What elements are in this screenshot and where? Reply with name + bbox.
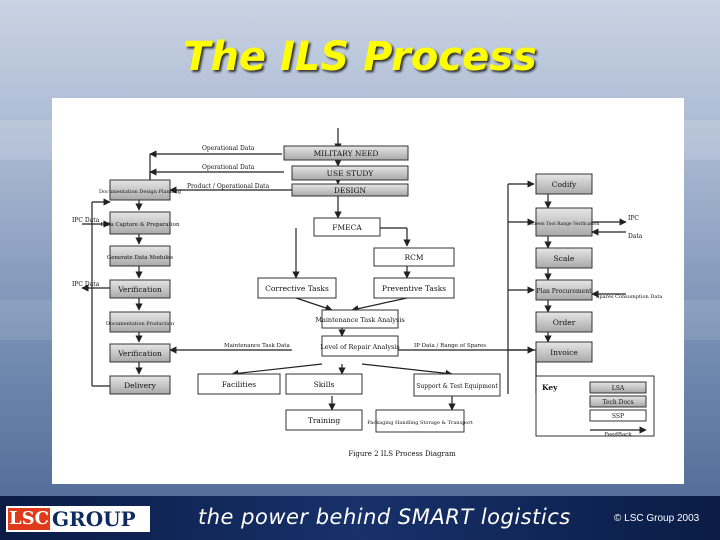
box-use-study: USE STUDY: [327, 169, 375, 178]
logo-group: GROUP: [52, 507, 136, 531]
label-ipc-data-left2: IPC Data: [72, 281, 100, 288]
box-corrective-tasks: Corrective Tasks: [265, 284, 329, 293]
logo-lsc: LSC: [8, 508, 50, 530]
box-training: Training: [308, 416, 341, 425]
key-feedback: FeedBack: [604, 432, 632, 438]
diagram-caption: Figure 2 ILS Process Diagram: [348, 450, 456, 458]
label-ipc-right: IPC: [628, 215, 639, 222]
right-box-plan-procurement: Plan Procurement: [537, 288, 593, 295]
key-ssp: SSP: [612, 413, 624, 420]
label-ip-data-range: IP Data / Range of Spares: [414, 343, 486, 349]
right-box-screen: Screen Tool Range Verification: [529, 221, 600, 227]
left-box-1: Documentation Design Planning: [99, 189, 182, 195]
box-maintenance-task-analysis: Maintenance Task Analysis: [315, 316, 404, 324]
left-box-4: Verification: [117, 285, 162, 294]
label-product-operational-data: Product / Operational Data: [187, 183, 270, 190]
box-rcm: RCM: [404, 253, 423, 262]
label-operational-data-2: Operational Data: [202, 164, 255, 171]
left-box-7: Delivery: [124, 381, 157, 390]
label-ipc-data-left: IPC Data: [72, 217, 100, 224]
lsc-group-logo: LSC GROUP: [6, 506, 150, 532]
label-operational-data-1: Operational Data: [202, 145, 255, 152]
left-box-5: Documentation Production: [106, 321, 175, 327]
box-design: DESIGN: [334, 186, 367, 195]
box-fmeca: FMECA: [332, 223, 362, 232]
footer-copyright: © LSC Group 2003: [614, 513, 700, 524]
box-packaging: Packaging Handling Storage & Transport: [367, 420, 472, 426]
footer-bar: LSC GROUP the power behind SMART logisti…: [0, 496, 720, 540]
key-tech-docs: Tech Docs: [602, 399, 633, 406]
right-box-scale: Scale: [554, 254, 575, 263]
label-maintenance-task-data: Maintenance Task Data: [224, 343, 290, 349]
key-lsa: LSA: [612, 385, 625, 392]
box-facilities: Facilities: [222, 380, 256, 389]
ils-process-diagram: MILITARY NEED USE STUDY DESIGN FMECA RCM…: [52, 98, 684, 484]
left-box-3: Generate Data Modules: [107, 255, 174, 261]
box-military-need: MILITARY NEED: [314, 149, 379, 158]
left-box-2: Data Capture & Preparation: [100, 222, 180, 228]
slide-title: The ILS Process: [183, 34, 537, 80]
footer-tagline: the power behind SMART logistics: [198, 505, 571, 529]
right-box-codify: Codify: [552, 180, 577, 189]
box-level-of-repair: Level of Repair Analysis: [320, 343, 400, 351]
right-box-invoice: Invoice: [550, 348, 578, 357]
box-skills: Skills: [314, 380, 335, 389]
right-box-order: Order: [553, 318, 576, 327]
key-title: Key: [542, 383, 558, 392]
label-data-right: Data: [628, 233, 643, 240]
diagram-canvas: MILITARY NEED USE STUDY DESIGN FMECA RCM…: [72, 128, 662, 458]
box-preventive-tasks: Preventive Tasks: [382, 284, 446, 293]
diagram-boxes: [109, 145, 655, 437]
label-spares-consumption: Spares Consumption Data: [596, 294, 662, 300]
left-box-6: Verification: [117, 349, 162, 358]
box-support-test-equipment: Support & Test Equipment: [416, 383, 498, 390]
